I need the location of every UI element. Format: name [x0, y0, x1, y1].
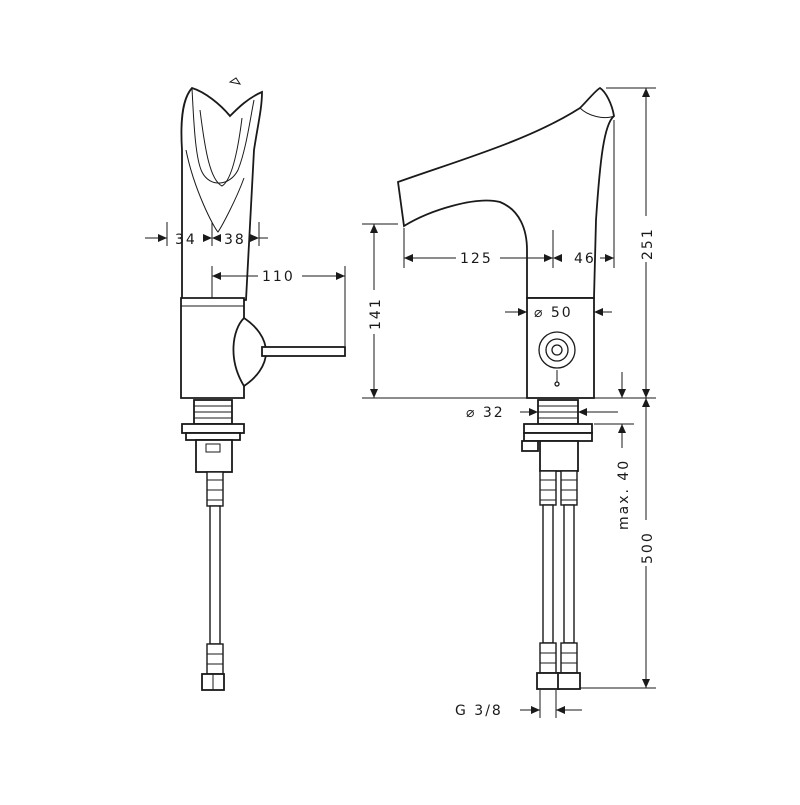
front-spout-outline	[180, 86, 263, 301]
front-dim-arrow	[212, 234, 221, 242]
dim-label-side-500: 500	[640, 531, 656, 564]
front-dim-arrow	[158, 234, 167, 242]
dim-label-front-110: 110	[262, 269, 295, 285]
dim-label-side-46: 46	[574, 251, 596, 267]
front-fitting	[195, 439, 233, 473]
side-dim-arrow	[556, 706, 565, 714]
dim-label-side-g38: G 3/8	[455, 703, 503, 719]
side-dim-arrow	[518, 308, 527, 316]
side-hose-end-left	[539, 642, 557, 674]
side-nut	[523, 423, 593, 434]
side-dim-arrow	[404, 254, 413, 262]
front-body	[180, 297, 245, 399]
dim-label-front-34: 34	[175, 232, 197, 248]
side-dim-arrow	[531, 706, 540, 714]
front-lever-hub	[232, 316, 267, 388]
side-dim-arrow	[594, 308, 603, 316]
dim-label-side-d32: ⌀ 32	[466, 405, 505, 421]
side-view: 125 46 251 141 ⌀ 50 ⌀ 32	[362, 86, 656, 719]
side-hose-end-right	[560, 642, 578, 674]
side-dim-arrow	[370, 389, 378, 398]
front-dim-arrow	[250, 234, 259, 242]
side-fitting	[539, 440, 579, 472]
front-scoop-curve-inner	[199, 109, 243, 187]
side-dial-mid	[545, 338, 569, 362]
side-hose-right	[563, 504, 575, 644]
side-dial-outer	[538, 331, 576, 369]
front-dim-arrow	[212, 272, 221, 280]
dim-label-side-141: 141	[368, 297, 384, 330]
side-body-dot	[554, 381, 560, 387]
side-hose-nut-right	[557, 672, 581, 690]
front-lever	[261, 346, 346, 357]
side-dim-arrow	[553, 254, 562, 262]
side-spout-tip-curve	[579, 107, 615, 119]
side-hose-nut-left	[536, 672, 560, 690]
side-dim-arrow	[642, 398, 650, 407]
dim-label-front-38: 38	[224, 232, 246, 248]
front-nut-lower	[185, 432, 241, 441]
side-body	[526, 297, 595, 399]
dim-label-side-d50: ⌀ 50	[534, 305, 573, 321]
side-dim-arrow	[642, 679, 650, 688]
side-dim-arrow	[618, 424, 626, 433]
front-dim-arrow	[336, 272, 345, 280]
side-spout-outline	[397, 86, 615, 299]
dim-label-side-125: 125	[460, 251, 493, 267]
front-hose-end	[206, 643, 224, 675]
front-fitting-window	[205, 443, 221, 453]
side-dial-inner	[551, 344, 563, 356]
side-dim-arrow	[642, 88, 650, 97]
side-dim-arrow	[529, 408, 538, 416]
front-view: 34 38 110	[145, 77, 346, 691]
side-dim-arrow	[642, 389, 650, 398]
front-nut	[181, 423, 245, 434]
front-hose-connector	[206, 471, 224, 507]
side-dim-arrow	[370, 224, 378, 233]
side-dim-arrow	[578, 408, 587, 416]
dim-label-side-max40: max. 40	[616, 459, 632, 530]
side-dim-arrow	[544, 254, 553, 262]
side-nut-lower	[523, 432, 593, 442]
front-hose	[209, 505, 221, 645]
side-dim-arrow	[618, 389, 626, 398]
front-top-mark	[228, 77, 242, 85]
front-scoop-wave	[185, 149, 245, 233]
dim-label-side-251: 251	[640, 227, 656, 260]
side-hose-left	[542, 504, 554, 644]
front-dim-arrow	[203, 234, 212, 242]
side-nut-tab	[521, 440, 539, 452]
